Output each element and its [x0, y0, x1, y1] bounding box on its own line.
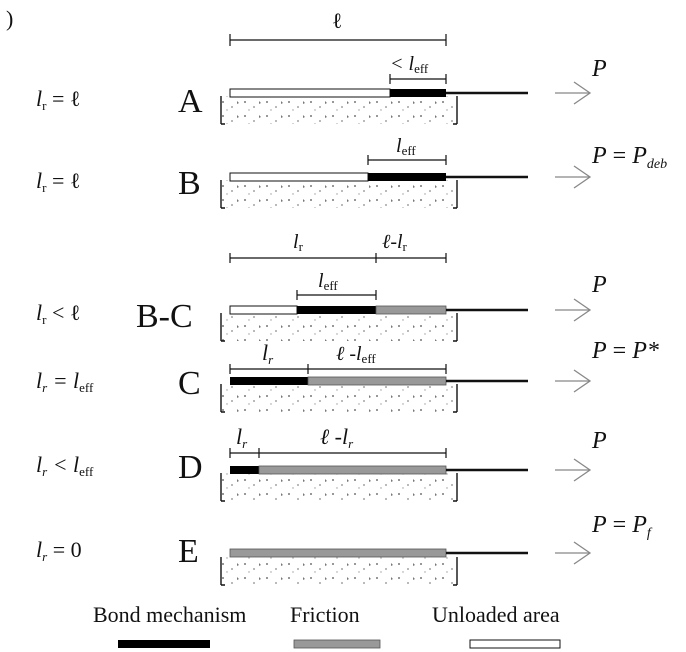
force-label: P [591, 272, 607, 298]
segment-label: < leff [390, 53, 429, 76]
unloaded-segment [229, 172, 369, 182]
svg-text:lr: lr [262, 340, 274, 367]
stage-letter: E [178, 533, 199, 570]
bond-segment [297, 306, 376, 314]
top-dimension-segment: < leff [389, 53, 447, 84]
stage-letter: A [178, 83, 203, 120]
friction-segment [229, 548, 447, 558]
friction-segment [307, 376, 447, 386]
legend-label: Bond mechanism [93, 602, 246, 627]
legend-swatch [293, 639, 381, 649]
pull-arrow [555, 298, 592, 322]
dimension-l-r: lr [229, 231, 377, 263]
substrate-block [220, 96, 458, 125]
legend-item-bond: Bond mechanism [93, 602, 246, 648]
row-a: lr = ℓ A P [36, 56, 607, 125]
force-label: P [591, 56, 607, 82]
row-b: leff lr = ℓ B P = Pdeb [36, 135, 667, 209]
legend-swatch [118, 640, 210, 648]
top-dimension-span: ℓ [229, 8, 447, 46]
legend-label: Friction [290, 602, 360, 627]
stage-letter: C [178, 365, 201, 402]
bond-segment [230, 466, 259, 474]
legend: Bond mechanism Friction Unloaded area [93, 602, 561, 649]
substrate-block [220, 557, 458, 586]
friction-segment [258, 465, 447, 475]
condition-label: lr = ℓ [36, 86, 80, 113]
condition-label: lr = 0 [36, 537, 82, 564]
svg-text:leff: leff [396, 135, 416, 158]
force-label: P = Pdeb [591, 143, 667, 172]
dimension-span-minus-l-r: ℓ-lr [376, 231, 447, 263]
pull-arrow [555, 165, 592, 189]
condition-label: lr < leff [36, 452, 94, 479]
dimension-l-r: lr [229, 424, 260, 458]
legend-label: Unloaded area [432, 602, 560, 627]
condition-label: lr < ℓ [36, 300, 80, 327]
pull-arrow [555, 369, 592, 393]
friction-segment [375, 305, 447, 315]
substrate-block [220, 180, 458, 209]
force-label: P = P* [591, 338, 659, 364]
bond-segment [368, 173, 446, 181]
condition-label: lr = leff [36, 368, 94, 395]
svg-text:ℓ-lr: ℓ-lr [382, 231, 408, 254]
dimension-l-eff: leff [367, 135, 447, 165]
unloaded-segment [229, 88, 391, 98]
force-label: P [591, 428, 607, 454]
row-d: lr ℓ -lr lr < leff D P [36, 424, 607, 502]
unloaded-segment [229, 305, 298, 315]
substrate-block [220, 313, 458, 342]
dimension-l-r: lr [229, 340, 309, 374]
legend-item-unloaded: Unloaded area [432, 602, 561, 649]
stage-letter: B [178, 165, 201, 202]
svg-text:lr: lr [293, 231, 304, 254]
stage-letter: D [178, 449, 203, 486]
pull-arrow [555, 458, 592, 482]
dimension-l-eff: leff [296, 270, 377, 300]
pull-arrow [555, 541, 592, 565]
row-bc: lr ℓ-lr leff lr < ℓ B-C P [36, 231, 607, 342]
bond-segment [230, 377, 308, 385]
substrate-block [220, 384, 458, 413]
legend-swatch [469, 639, 561, 649]
substrate-block [220, 473, 458, 502]
dimension-span-minus-l-r: ℓ -lr [259, 424, 447, 458]
dimension-span-minus-l-eff: ℓ -leff [308, 343, 447, 374]
row-e: lr = 0 E P = Pf [36, 512, 653, 586]
svg-text:leff: leff [318, 270, 338, 293]
svg-text:ℓ -leff: ℓ -leff [336, 343, 376, 366]
bond-segment [390, 89, 446, 97]
row-c: lr ℓ -leff lr = leff C P = P* [36, 338, 659, 413]
svg-text:lr: lr [236, 424, 248, 451]
stage-letter: B-C [136, 298, 193, 335]
stray-mark: ) [6, 6, 13, 31]
pull-arrow [555, 81, 592, 105]
svg-text:ℓ -lr: ℓ -lr [320, 424, 354, 451]
span-label: ℓ [332, 8, 343, 33]
condition-label: lr = ℓ [36, 168, 80, 195]
legend-item-friction: Friction [290, 602, 381, 649]
force-label: P = Pf [591, 512, 653, 541]
